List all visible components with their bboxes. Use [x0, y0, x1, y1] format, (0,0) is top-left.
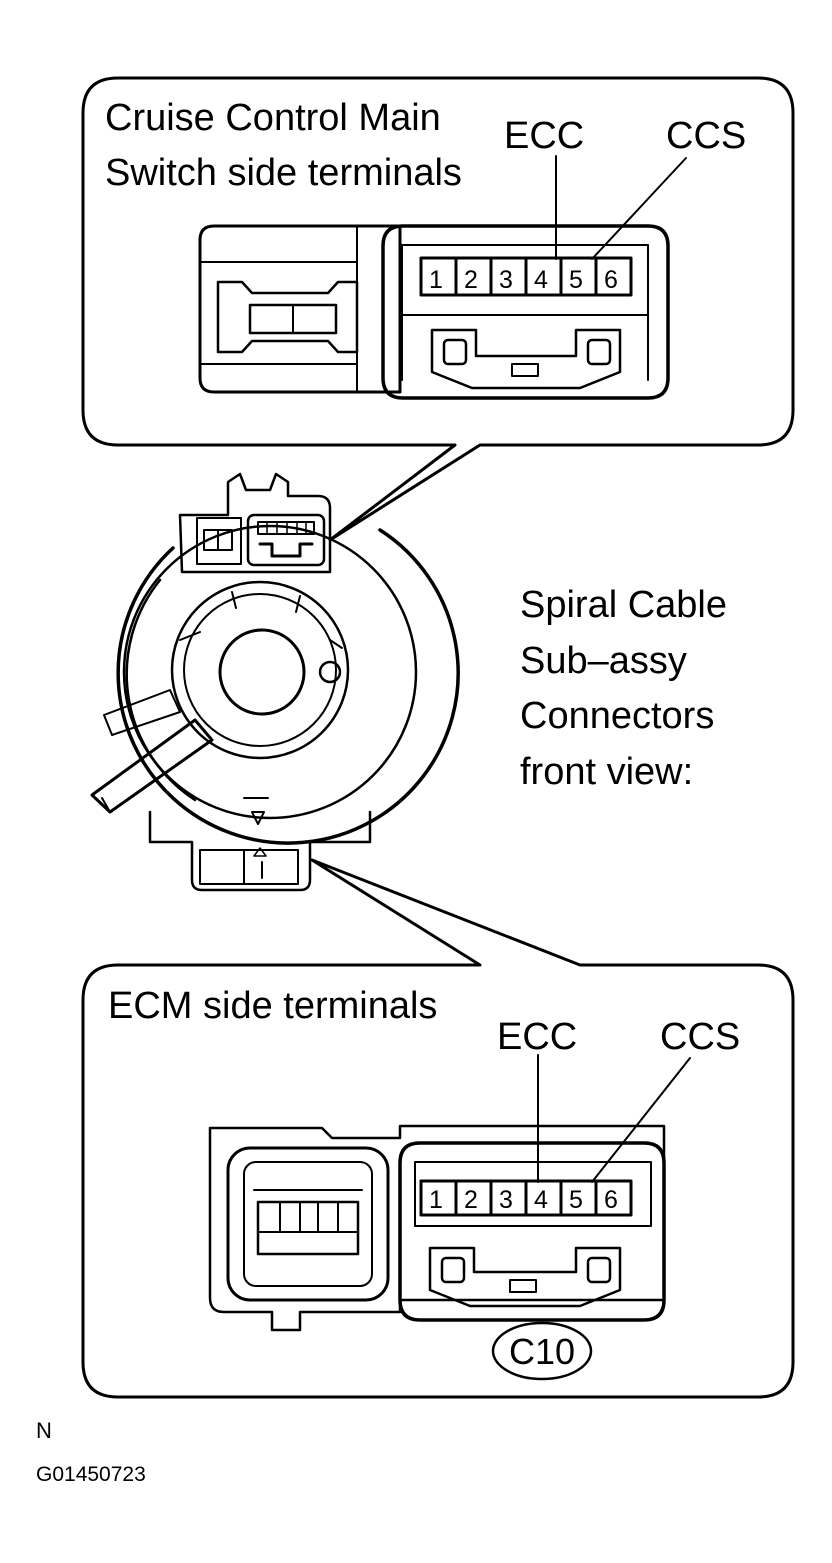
bottom-mating-housing [208, 1124, 666, 1332]
figure-id: G01450723 [36, 1463, 146, 1486]
top-ecc-label: ECC [504, 115, 584, 157]
bottom-pin-1: 1 [429, 1186, 443, 1214]
top-mating-housing [198, 224, 402, 394]
top-title-line2: Switch side terminals [105, 152, 462, 194]
top-callout-box [81, 76, 795, 542]
side-label-line2: Sub–assy [520, 640, 687, 682]
bottom-pin-2: 2 [464, 1186, 478, 1214]
bottom-ccs-leader [591, 1057, 691, 1183]
spiral-cable-body [90, 472, 460, 892]
top-pin-1: 1 [429, 266, 443, 294]
side-label-line3: Connectors [520, 695, 714, 737]
bottom-callout-box [81, 858, 795, 1399]
top-title-line1: Cruise Control Main [105, 97, 441, 139]
bottom-pin-5: 5 [569, 1186, 583, 1214]
bottom-ecc-label: ECC [497, 1016, 577, 1058]
top-pin-4: 4 [534, 266, 548, 294]
side-label-line1: Spiral Cable [520, 584, 727, 626]
top-pin-5: 5 [569, 266, 583, 294]
top-pin-2: 2 [464, 266, 478, 294]
top-ccs-label: CCS [666, 115, 746, 157]
bottom-pin-6: 6 [604, 1186, 618, 1214]
top-pin-3: 3 [499, 266, 513, 294]
footer-mark: N [36, 1418, 52, 1443]
connector-code-oval [491, 1321, 593, 1381]
top-ccs-leader [591, 157, 687, 260]
bottom-title: ECM side terminals [108, 985, 437, 1027]
bottom-pin-4: 4 [534, 1186, 548, 1214]
bottom-pin-3: 3 [499, 1186, 513, 1214]
bottom-connector [398, 1141, 666, 1322]
top-pin-6: 6 [604, 266, 618, 294]
top-connector [381, 224, 670, 400]
side-label-line4: front view: [520, 751, 693, 793]
bottom-ccs-label: CCS [660, 1016, 740, 1058]
connector-code: C10 [509, 1331, 575, 1372]
